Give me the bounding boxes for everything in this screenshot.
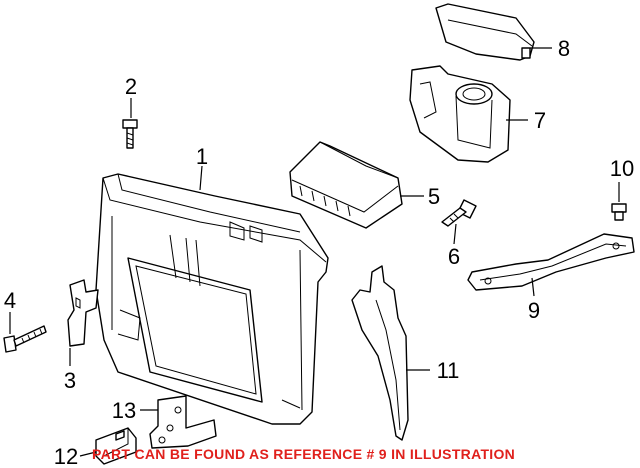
bolt-part-6 <box>441 199 477 227</box>
mounting-plate-part-13 <box>149 395 217 449</box>
callout-9: 9 <box>528 298 540 323</box>
callout-1: 1 <box>196 144 208 169</box>
callout-5: 5 <box>428 184 440 209</box>
air-intake-part-7 <box>409 65 511 163</box>
cover-part-8 <box>435 3 535 61</box>
air-duct-part-5 <box>289 141 403 229</box>
callout-11: 11 <box>437 358 460 383</box>
callout-12: 12 <box>54 444 78 468</box>
callout-6: 6 <box>448 244 460 269</box>
bolt-part-10 <box>611 203 627 221</box>
connector-part-12 <box>95 427 137 465</box>
bolt-part-2 <box>122 119 138 149</box>
air-guide-part-11 <box>351 265 409 441</box>
callout-4: 4 <box>4 288 16 313</box>
callout-13: 13 <box>112 398 136 423</box>
callout-8: 8 <box>558 36 570 61</box>
reference-note: PART CAN BE FOUND AS REFERENCE # 9 IN IL… <box>92 446 516 462</box>
callout-3: 3 <box>64 368 76 393</box>
bracket-part-3 <box>67 279 99 347</box>
callout-7: 7 <box>534 108 546 133</box>
reinforcement-bar-part-9 <box>467 233 635 291</box>
callout-2: 2 <box>125 74 137 99</box>
front-carrier-part <box>95 173 329 425</box>
bolt-part-4 <box>3 325 47 353</box>
callout-labels: 1 2 3 4 5 6 7 8 9 10 11 12 13 <box>4 36 634 468</box>
leader-lines <box>9 47 620 457</box>
callout-10: 10 <box>610 156 634 181</box>
